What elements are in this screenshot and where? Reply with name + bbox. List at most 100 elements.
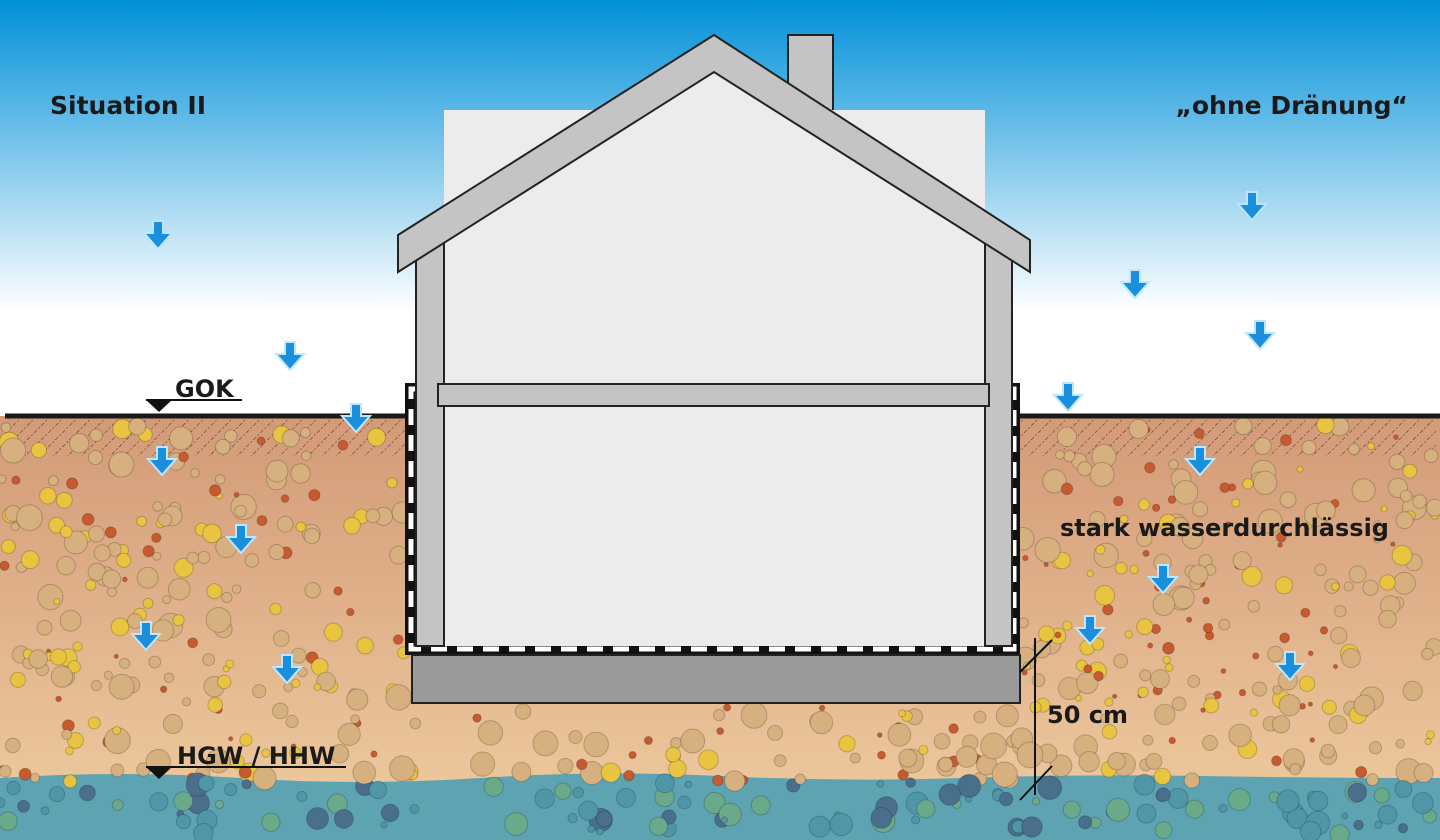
- pebble: [1060, 482, 1074, 496]
- pebble: [149, 792, 169, 812]
- arrow-down-icon: [1273, 651, 1307, 682]
- pebble: [1083, 664, 1093, 674]
- pebble: [333, 808, 354, 829]
- pebble: [1413, 763, 1434, 783]
- pebble: [48, 516, 65, 534]
- pebble: [1397, 822, 1409, 834]
- pebble: [628, 750, 637, 760]
- pebble: [1378, 609, 1397, 629]
- pebble: [1086, 569, 1094, 578]
- pebble: [684, 780, 693, 789]
- pebble: [1402, 680, 1423, 702]
- pebble: [187, 637, 199, 649]
- pebble: [750, 795, 771, 816]
- pebble: [231, 584, 242, 594]
- pebble: [1377, 804, 1398, 825]
- pebble: [268, 543, 285, 561]
- pebble: [385, 684, 412, 711]
- pebble: [163, 672, 175, 684]
- pebble: [1307, 790, 1329, 812]
- pebble: [186, 551, 200, 565]
- pebble: [296, 790, 308, 802]
- pebble: [6, 780, 21, 796]
- pebble: [11, 475, 21, 485]
- pebble: [1031, 797, 1041, 806]
- pebble: [285, 714, 299, 729]
- pebble: [261, 812, 281, 832]
- pebble: [668, 759, 687, 779]
- hgw-label: HGW / HHW: [177, 742, 335, 770]
- gok-marker-icon: [146, 400, 172, 412]
- pebble: [304, 581, 321, 599]
- pebble: [47, 475, 59, 487]
- pebble: [698, 749, 719, 771]
- pebble: [723, 703, 732, 712]
- pebble: [16, 504, 43, 531]
- pebble: [112, 725, 122, 735]
- pebble: [957, 773, 982, 798]
- pebble: [1049, 754, 1073, 778]
- distance-label: 50 cm: [1047, 701, 1128, 729]
- pebble: [69, 433, 90, 454]
- pebble: [568, 730, 583, 745]
- pebble: [0, 422, 12, 433]
- pebble: [1054, 631, 1062, 639]
- pebble: [89, 428, 103, 442]
- pebble: [1152, 593, 1176, 616]
- pebble: [20, 550, 40, 570]
- pebble: [59, 609, 82, 632]
- pebble: [18, 767, 32, 781]
- pebble: [583, 731, 609, 758]
- pebble: [1062, 620, 1073, 631]
- pebble: [299, 427, 311, 439]
- pebble: [209, 484, 222, 497]
- pebble: [1372, 520, 1383, 531]
- pebble: [575, 758, 588, 771]
- right-wall: [984, 239, 1013, 647]
- pebble: [1162, 655, 1172, 665]
- pebble: [157, 512, 173, 527]
- pebble: [110, 617, 130, 637]
- pebble: [205, 607, 232, 633]
- arrow-down-icon: [1243, 320, 1277, 351]
- pebble: [269, 602, 282, 616]
- pebble: [1099, 713, 1110, 724]
- pebble: [1341, 812, 1349, 820]
- pebble: [228, 736, 234, 742]
- pebble: [808, 815, 831, 838]
- pebble: [121, 576, 128, 583]
- pebble: [1315, 500, 1336, 521]
- pebble: [67, 660, 81, 674]
- pebble: [370, 750, 378, 758]
- pebble: [1411, 792, 1434, 815]
- pebble: [876, 779, 885, 788]
- pebble: [329, 743, 350, 764]
- pebble: [295, 521, 307, 533]
- pebble: [0, 797, 6, 808]
- pebble: [1368, 741, 1383, 755]
- pebble: [151, 532, 162, 544]
- pebble: [265, 459, 289, 483]
- pebble: [152, 501, 163, 512]
- pebble: [1298, 675, 1316, 692]
- pebble: [323, 622, 343, 642]
- pebble: [1075, 694, 1083, 702]
- pebble: [388, 755, 416, 782]
- pebble: [1242, 478, 1254, 490]
- pebble: [1252, 652, 1260, 660]
- pebble: [1277, 542, 1283, 548]
- pebble: [252, 766, 277, 791]
- pebble: [1220, 668, 1227, 675]
- soil-label: stark wasserdurchlässig: [1060, 514, 1389, 542]
- pebble: [1016, 741, 1044, 769]
- pebble: [87, 716, 101, 730]
- pebble: [578, 800, 599, 821]
- pebble: [995, 704, 1019, 728]
- pebble: [712, 774, 724, 787]
- pebble: [938, 756, 954, 772]
- pebble: [1320, 743, 1336, 759]
- pebble: [0, 474, 7, 484]
- pebble: [1275, 531, 1287, 543]
- pebble: [643, 735, 653, 746]
